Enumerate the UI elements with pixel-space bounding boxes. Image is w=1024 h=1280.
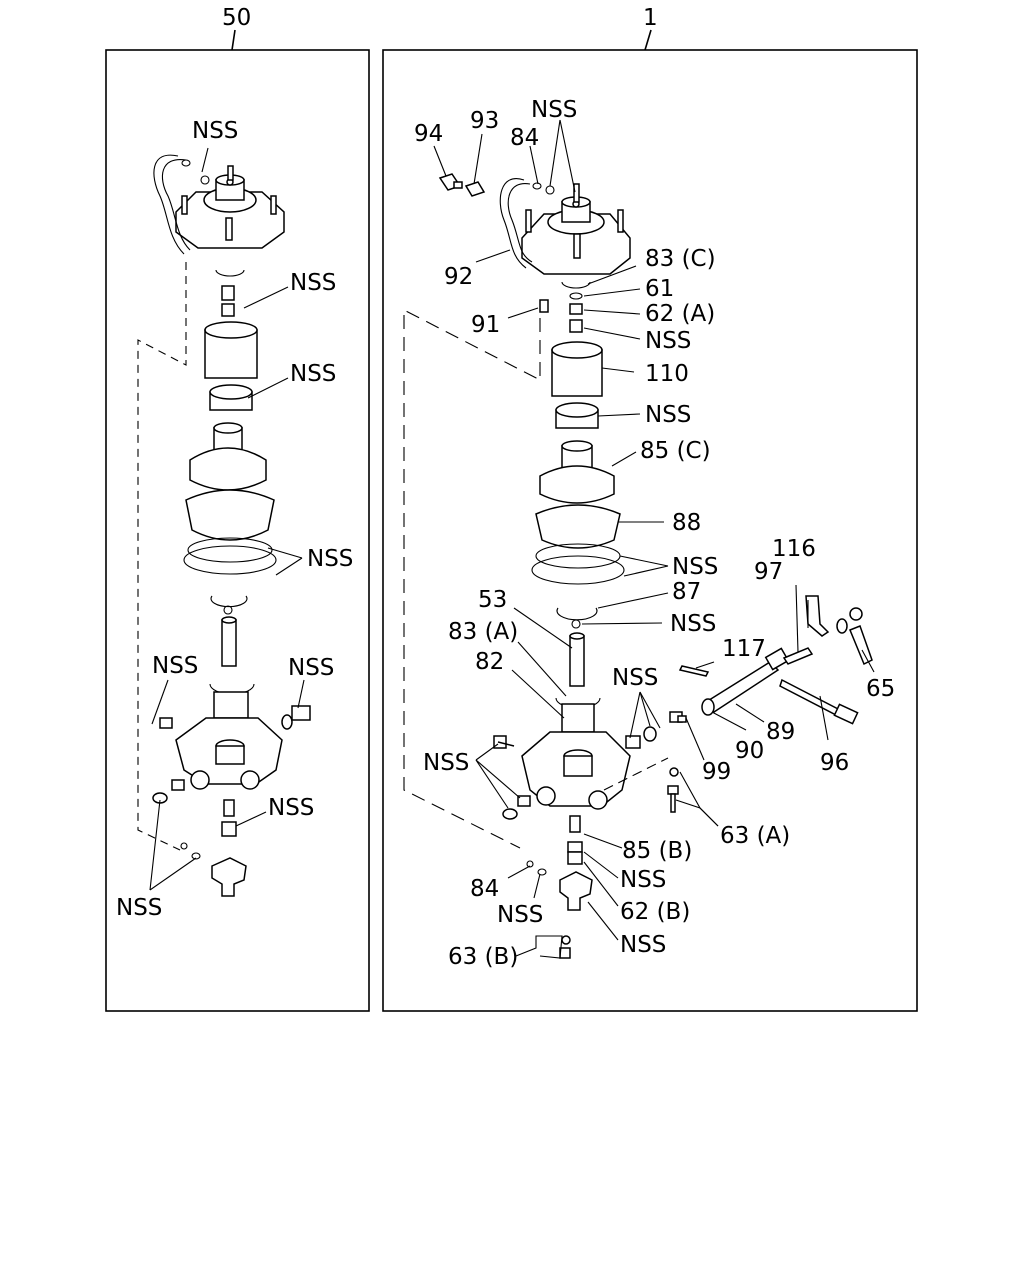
label-117: 117 [722,636,766,662]
left-label-nss-8: NSS [116,895,162,921]
label-53: 53 [478,587,507,613]
label-nss-h: NSS [497,902,543,928]
label-110: 110 [645,361,689,387]
label-92: 92 [444,264,473,290]
label-nss-a: NSS [645,328,691,354]
label-62b: 62 (B) [620,899,690,925]
label-nss-b: NSS [645,402,691,428]
right-panel-number: 1 [643,5,658,31]
right-panel-leader [644,29,652,51]
label-nss-f: NSS [423,750,469,776]
label-nss-c: NSS [672,554,718,580]
label-84-top: 84 [510,125,539,151]
left-label-nss-4: NSS [307,546,353,572]
label-85b: 85 (B) [622,838,692,864]
left-label-nss-2: NSS [290,270,336,296]
label-nss-top: NSS [531,97,577,123]
left-label-nss-5: NSS [152,653,198,679]
left-label-nss-7: NSS [268,795,314,821]
left-panel-leader [231,29,236,51]
label-116: 116 [772,536,816,562]
label-94: 94 [414,121,443,147]
label-85c: 85 (C) [640,438,711,464]
label-99: 99 [702,759,731,785]
right-panel-frame [382,49,918,1012]
label-87: 87 [672,579,701,605]
right-exploded-assembly [403,119,875,959]
label-91: 91 [471,312,500,338]
left-exploded-assembly [137,147,311,897]
label-83c: 83 (C) [645,246,716,272]
label-96: 96 [820,750,849,776]
label-82: 82 [475,649,504,675]
label-62a: 62 (A) [645,301,715,327]
label-nss-g: NSS [620,867,666,893]
label-nss-e: NSS [612,665,658,691]
label-93: 93 [470,108,499,134]
label-65: 65 [866,676,895,702]
label-61: 61 [645,276,674,302]
left-label-nss-1: NSS [192,118,238,144]
label-83a: 83 (A) [448,619,518,645]
label-nss-d: NSS [670,611,716,637]
label-nss-i: NSS [620,932,666,958]
left-panel-frame [105,49,370,1012]
label-90: 90 [735,738,764,764]
left-label-nss-3: NSS [290,361,336,387]
label-63b: 63 (B) [448,944,518,970]
label-84-bottom: 84 [470,876,499,902]
label-88: 88 [672,510,701,536]
left-panel-number: 50 [222,5,251,31]
label-97: 97 [754,559,783,585]
label-63a: 63 (A) [720,823,790,849]
left-label-nss-6: NSS [288,655,334,681]
label-89: 89 [766,719,795,745]
